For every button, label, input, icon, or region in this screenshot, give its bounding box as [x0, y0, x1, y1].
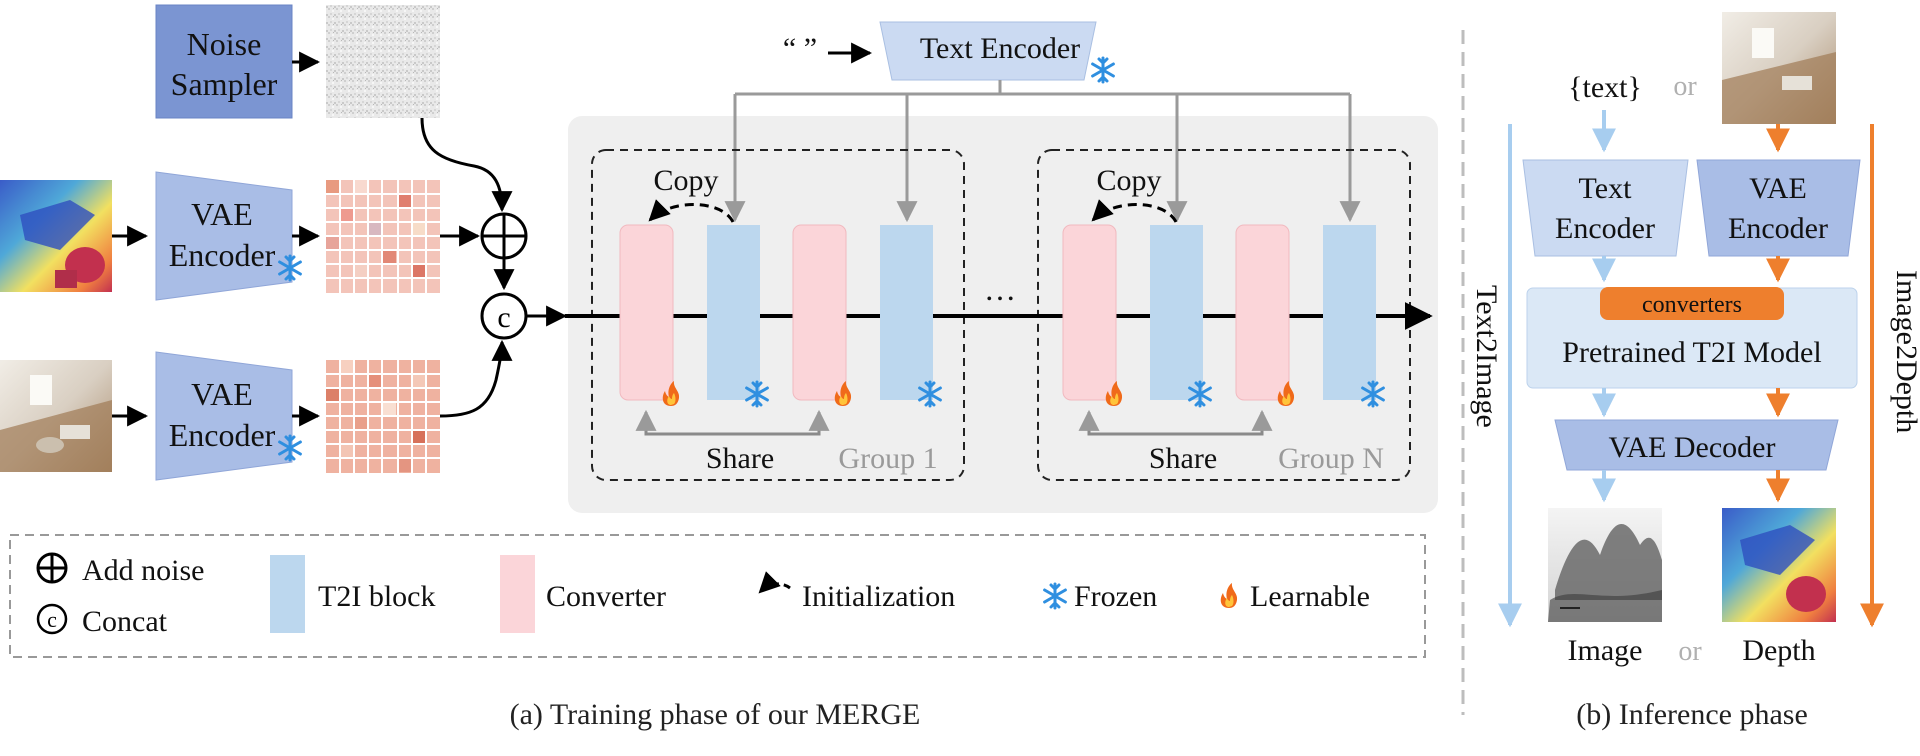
text-encoder-top-label: Text Encoder [920, 32, 1080, 65]
noise-image [326, 5, 440, 118]
add-noise-symbol [480, 212, 528, 260]
noise-sampler-label: Noise [187, 26, 262, 62]
vae-encoder-bottom-label: VAE [191, 376, 253, 412]
training-panel: Noise Sampler VAE Encoder [0, 4, 1438, 513]
frozen-icon [1091, 56, 1115, 84]
share-label: Share [1149, 442, 1217, 475]
inference-vae-encoder-label: VAE [1749, 172, 1807, 205]
inference-caption: (b) Inference phase [1576, 698, 1808, 731]
vae-encoder-top-label-2: Encoder [169, 237, 276, 273]
depth-label: Depth [1742, 634, 1815, 667]
or-label-bottom: or [1678, 636, 1702, 667]
inference-vae-decoder [1554, 419, 1839, 471]
legend: Add noise c Concat T2I block Converter I… [9, 534, 1426, 658]
converter-block [792, 224, 847, 401]
inference-vae-encoder [1696, 159, 1861, 257]
t2i-legend-swatch [270, 555, 305, 633]
vae-encoder-bottom [155, 351, 293, 481]
text-encoder-top [879, 21, 1097, 81]
pretrained-label: Pretrained T2I Model [1562, 336, 1821, 369]
legend-add-noise: Add noise [82, 554, 205, 587]
converter-block [619, 224, 674, 401]
t2i-block [1150, 225, 1203, 400]
rgb-latent-grid [326, 360, 440, 473]
image-label: Image [1568, 634, 1643, 667]
legend-converter: Converter [546, 580, 666, 613]
t2i-block [707, 225, 760, 400]
legend-learnable: Learnable [1250, 580, 1370, 613]
input-room-image [1722, 12, 1836, 124]
concat-symbol: c [480, 292, 528, 340]
legend-frozen: Frozen [1074, 580, 1157, 613]
converters-badge [1600, 287, 1784, 320]
output-depth [1722, 508, 1836, 622]
inference-text-encoder-label-2: Encoder [1555, 212, 1655, 245]
copy-label: Copy [1096, 164, 1161, 197]
group-1-label: Group 1 [838, 442, 937, 475]
ellipsis: … [984, 271, 1016, 307]
image2depth-label: Image2Depth [1890, 270, 1920, 433]
inference-vae-decoder-label: VAE Decoder [1609, 431, 1776, 464]
legend-initialization: Initialization [802, 580, 955, 613]
frozen-legend-icon [1043, 582, 1067, 610]
depth-latent-grid [326, 180, 440, 293]
svg-text:c: c [497, 301, 510, 334]
text-input-label: {text} [1568, 71, 1642, 104]
inference-vae-encoder-label-2: Encoder [1728, 212, 1828, 245]
training-caption: (a) Training phase of our MERGE [510, 698, 921, 731]
group-n-label: Group N [1278, 442, 1384, 475]
inference-text-encoder [1522, 159, 1689, 257]
initialization-legend-icon [758, 571, 791, 594]
converter-block [1235, 224, 1290, 401]
or-label-top: or [1673, 71, 1697, 102]
svg-text:c: c [47, 607, 57, 632]
copy-label: Copy [653, 164, 718, 197]
legend-concat: Concat [82, 605, 168, 638]
share-label: Share [706, 442, 774, 475]
converters-label: converters [1642, 292, 1742, 318]
converter-legend-swatch [500, 555, 535, 633]
concat-legend-icon: c [36, 603, 68, 635]
converter-block [1062, 224, 1117, 401]
t2i-block [1323, 225, 1376, 400]
inference-panel: {text} or Text2Image Image2Depth Text En… [1470, 12, 1920, 731]
noise-sampler-label-2: Sampler [171, 66, 278, 102]
vae-encoder-bottom-label-2: Encoder [169, 417, 276, 453]
output-image [1548, 508, 1662, 622]
inference-text-encoder-label: Text [1579, 172, 1633, 205]
empty-prompt: “ ” [783, 32, 817, 65]
rgb-input-image [0, 360, 112, 472]
add-noise-legend-icon [36, 552, 68, 584]
legend-t2i-block: T2I block [318, 580, 435, 613]
t2i-block [880, 225, 933, 400]
vae-encoder-top-label: VAE [191, 196, 253, 232]
depth-input-image [0, 180, 112, 292]
text2image-label: Text2Image [1470, 285, 1503, 428]
learnable-legend-icon [1220, 583, 1238, 608]
vae-encoder-top [155, 171, 293, 301]
noise-sampler-box [155, 4, 293, 119]
